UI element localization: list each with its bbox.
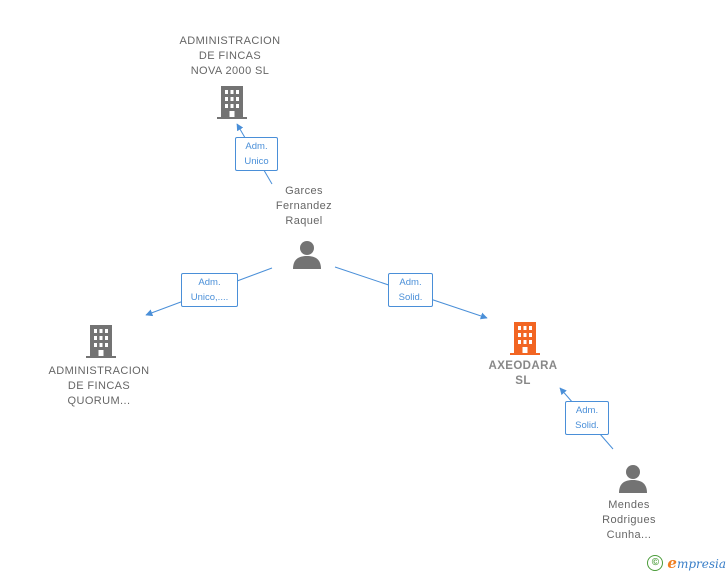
node-label-garces[interactable]: Garces Fernandez Raquel xyxy=(275,185,333,227)
building-icon xyxy=(217,86,247,119)
brand-watermark: © empresia xyxy=(647,554,726,572)
building-icon xyxy=(86,325,116,358)
node-label-admin-nova[interactable]: ADMINISTRACION DE FINCAS NOVA 2000 SL xyxy=(179,35,281,77)
edge-label-garces-axeodara[interactable]: Adm. Solid. xyxy=(388,273,433,307)
node-label-axeodara[interactable]: AXEODARA SL xyxy=(488,360,558,387)
brand-name: mpresia xyxy=(676,557,726,571)
person-icon xyxy=(293,241,321,269)
node-label-admin-quorum[interactable]: ADMINISTRACION DE FINCAS QUORUM... xyxy=(48,365,150,407)
edge-label-garces-quorum[interactable]: Adm. Unico,.... xyxy=(181,273,238,307)
building-icon-highlighted xyxy=(510,322,540,355)
edge-label-mendes-axeodara[interactable]: Adm. Solid. xyxy=(565,401,609,435)
copyright-icon: © xyxy=(647,555,664,571)
person-icon xyxy=(619,465,647,493)
brand-initial: e xyxy=(667,554,677,572)
edge-label-garces-nova[interactable]: Adm. Unico xyxy=(235,137,278,171)
node-label-mendes[interactable]: Mendes Rodrigues Cunha... xyxy=(602,499,656,541)
brand-logo: empresia xyxy=(667,554,726,572)
